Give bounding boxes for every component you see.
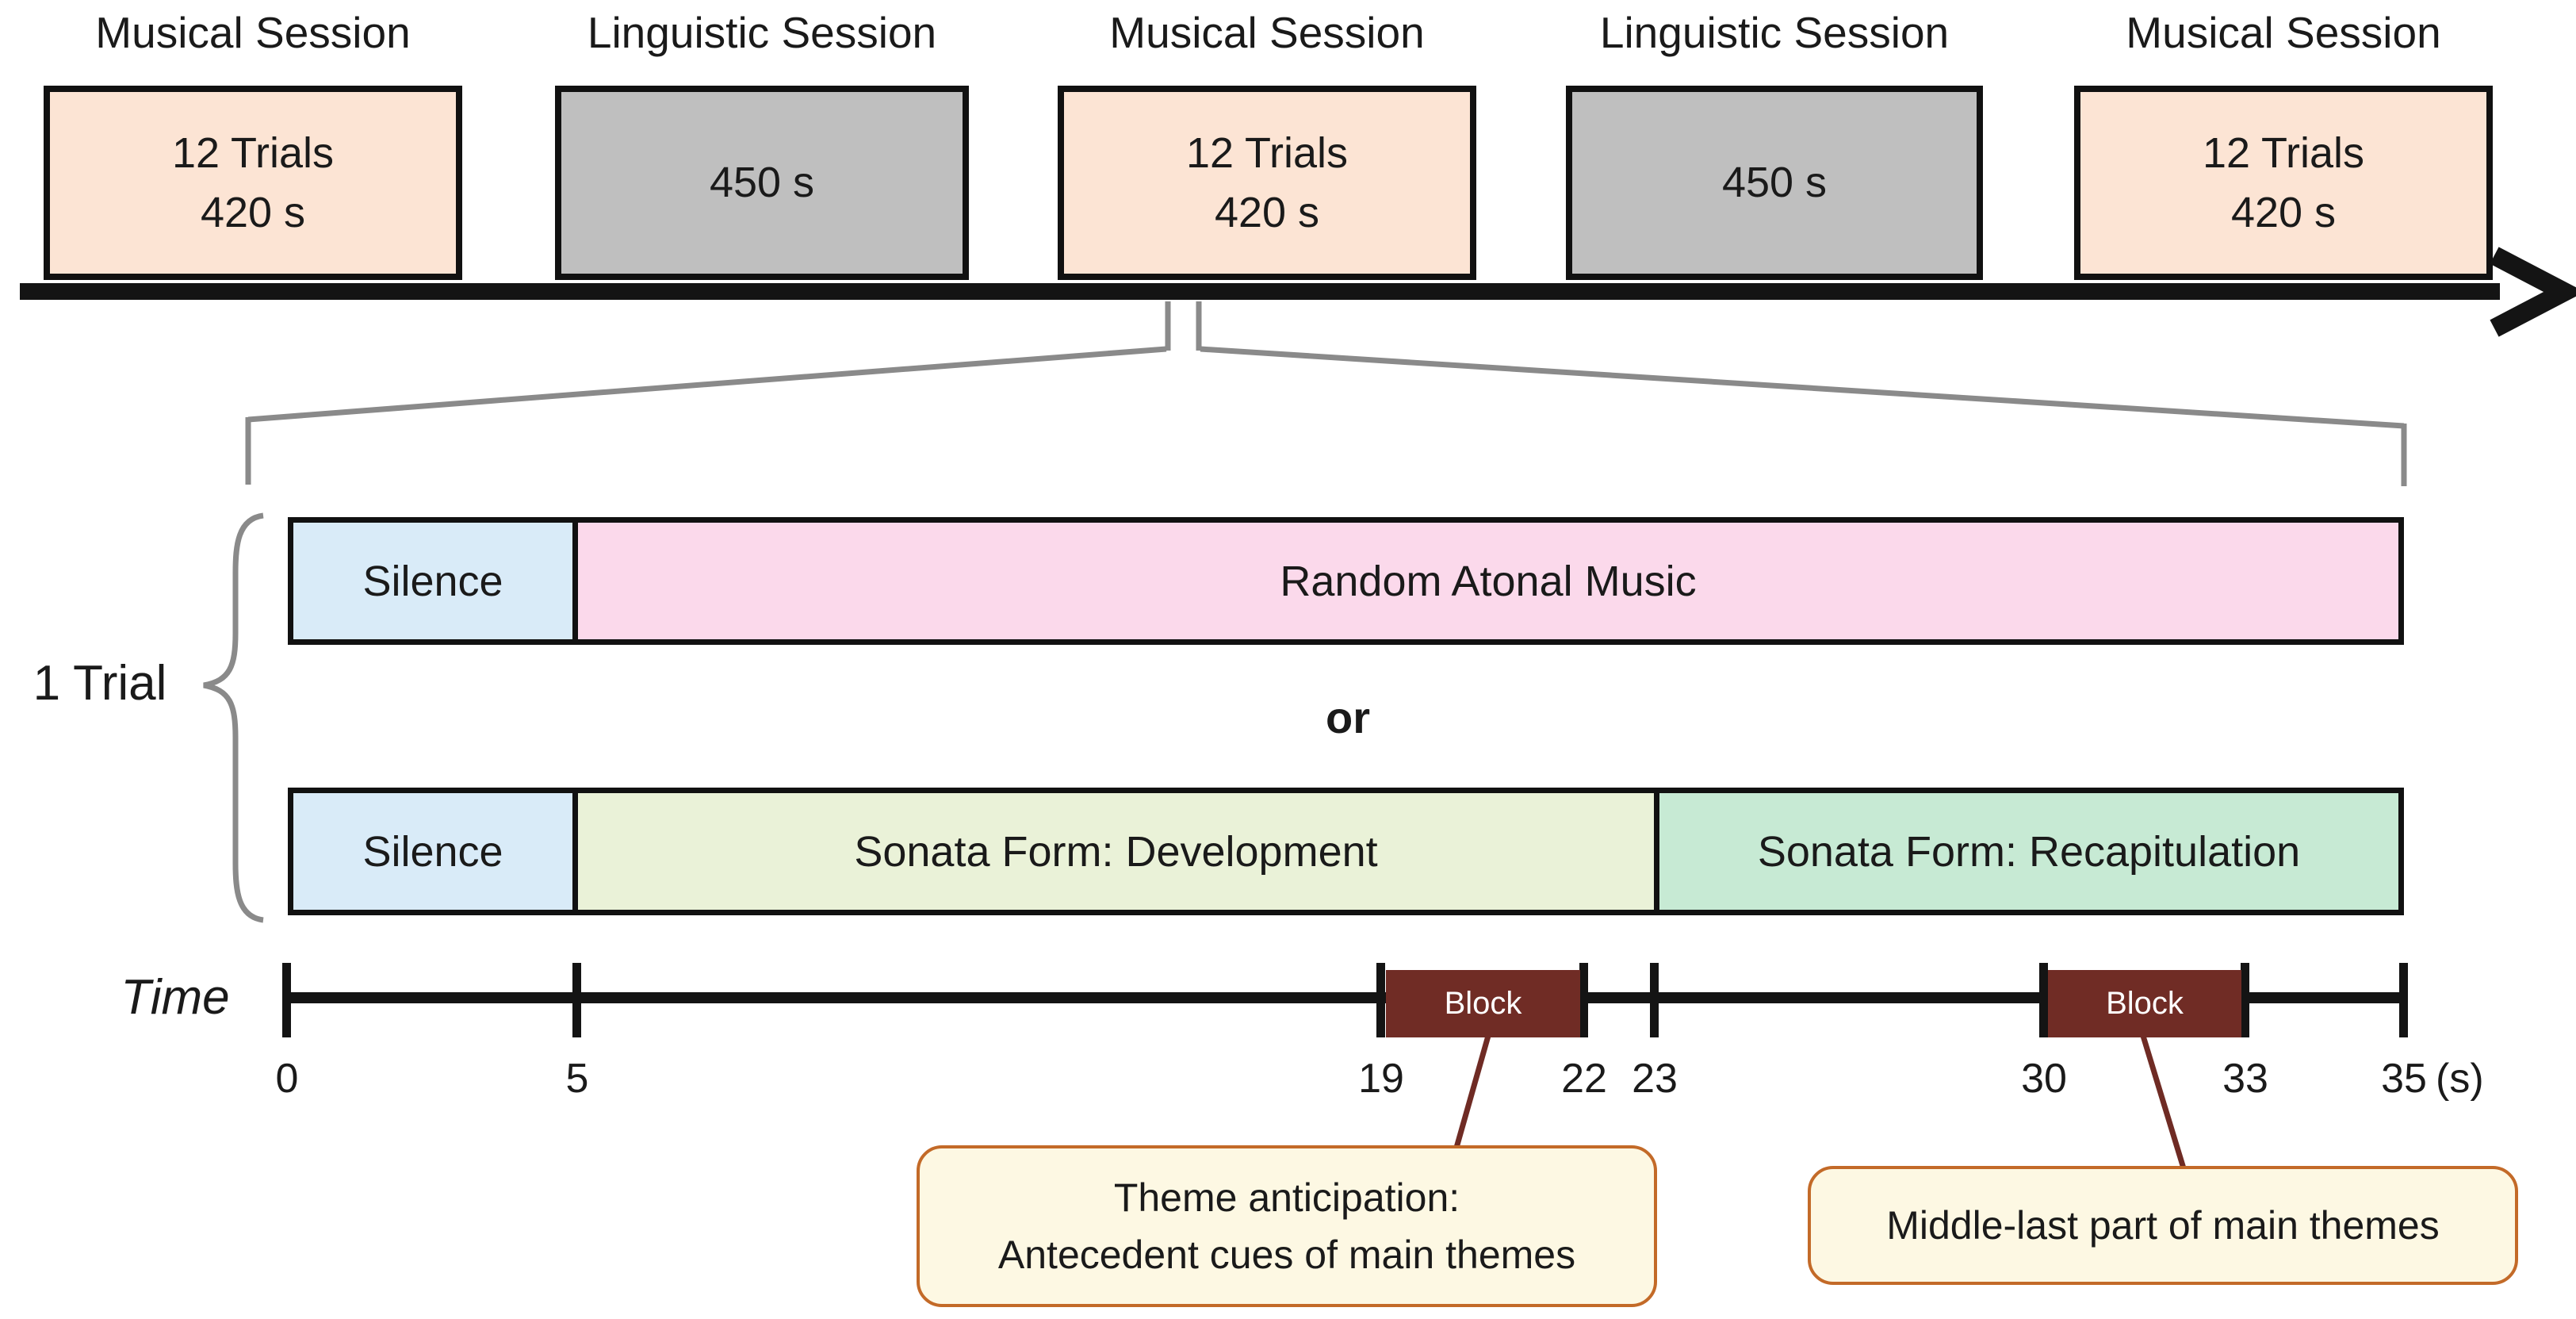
session-box-musical-2: 12 Trials 420 s — [1058, 86, 1476, 280]
callout-line: Antecedent cues of main themes — [997, 1233, 1576, 1277]
tick-label-19: 19 — [1358, 1056, 1404, 1102]
session-box-line: 12 Trials — [2202, 129, 2365, 178]
session-title-1: Musical Session — [95, 8, 411, 57]
tick-label-5: 5 — [565, 1056, 589, 1102]
time-axis-unit: (s) — [2436, 1056, 2484, 1102]
block-box-1: Block — [1386, 970, 1580, 1037]
time-axis-line — [287, 992, 2404, 1003]
session-box-line: 420 s — [2230, 188, 2337, 236]
session-box-linguistic-2: 450 s — [1566, 86, 1983, 280]
session-box-line: 420 s — [1214, 188, 1320, 236]
session-title-2: Linguistic Session — [587, 8, 937, 57]
tick-label-0: 0 — [275, 1056, 299, 1102]
session-box-line: 12 Trials — [1185, 129, 1349, 178]
session-title-3: Musical Session — [1109, 8, 1425, 57]
callout-line: Theme anticipation: — [1113, 1175, 1460, 1220]
segment-label: Sonata Form: Recapitulation — [1757, 827, 2301, 876]
segment-silence-1: Silence — [288, 517, 578, 645]
tick-label-22: 22 — [1561, 1056, 1607, 1102]
tick-30 — [2039, 963, 2048, 1037]
tick-22 — [1579, 963, 1588, 1037]
segment-label: Silence — [362, 557, 503, 605]
callout-theme-anticipation: Theme anticipation: Antecedent cues of m… — [917, 1145, 1657, 1307]
session-box-line: 420 s — [200, 188, 306, 236]
session-timeline-bar — [20, 283, 2500, 300]
session-title-4: Linguistic Session — [1599, 8, 1950, 57]
segment-sonata-recapitulation: Sonata Form: Recapitulation — [1654, 788, 2404, 915]
session-box-line: 450 s — [1721, 159, 1828, 207]
tick-19 — [1376, 963, 1385, 1037]
tick-label-23: 23 — [1632, 1056, 1678, 1102]
tick-label-35: 35 — [2381, 1056, 2427, 1102]
callout-middle-last-part: Middle-last part of main themes — [1808, 1166, 2518, 1285]
block-box-2: Block — [2048, 970, 2241, 1037]
segment-silence-2: Silence — [288, 788, 578, 915]
timeline-arrowhead-icon — [2490, 247, 2576, 337]
session-title-5: Musical Session — [2126, 8, 2441, 57]
block-label: Block — [1444, 986, 1522, 1021]
time-axis-label: Time — [121, 970, 230, 1025]
session-box-musical-1: 12 Trials 420 s — [44, 86, 462, 280]
block-label: Block — [2106, 986, 2184, 1021]
funnel-line — [247, 346, 1167, 423]
trial-label: 1 Trial — [33, 656, 167, 711]
tick-0 — [282, 963, 291, 1037]
segment-label: Silence — [362, 827, 503, 876]
tick-label-33: 33 — [2222, 1056, 2268, 1102]
tick-33 — [2241, 963, 2249, 1037]
session-box-line: 450 s — [709, 159, 815, 207]
segment-label: Random Atonal Music — [1280, 557, 1697, 605]
session-box-musical-3: 12 Trials 420 s — [2074, 86, 2493, 280]
trial-brace — [203, 512, 264, 923]
tick-35 — [2399, 963, 2408, 1037]
callout-line: Middle-last part of main themes — [1886, 1202, 2440, 1248]
segment-random-atonal-music: Random Atonal Music — [572, 517, 2404, 645]
funnel-line — [1200, 346, 2405, 429]
session-box-linguistic-1: 450 s — [555, 86, 969, 280]
or-label: or — [1326, 692, 1370, 742]
tick-label-30: 30 — [2021, 1056, 2067, 1102]
session-box-line: 12 Trials — [171, 129, 335, 178]
segment-label: Sonata Form: Development — [854, 827, 1378, 876]
tick-23 — [1650, 963, 1659, 1037]
block-leader-line-right — [2140, 1034, 2190, 1180]
tick-5 — [572, 963, 581, 1037]
segment-sonata-development: Sonata Form: Development — [572, 788, 1659, 915]
